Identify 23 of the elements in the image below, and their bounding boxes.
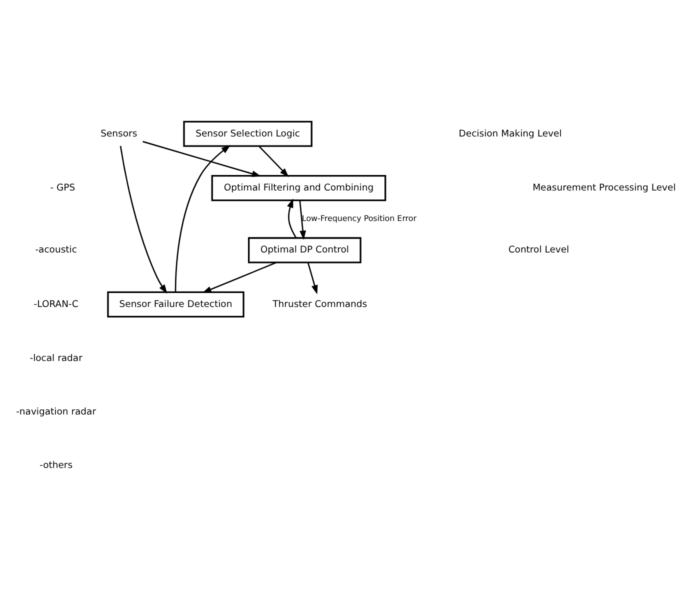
arrow	[174, 144, 231, 292]
arrow	[202, 261, 277, 292]
node-box: Optimal Filtering and Combining	[211, 174, 386, 201]
label: - GPS	[50, 182, 76, 194]
label: -others	[40, 459, 73, 470]
node-box: Optimal DP Control	[248, 236, 362, 263]
arrow	[307, 262, 318, 294]
label: -acoustic	[35, 244, 77, 256]
label: -local radar	[30, 352, 82, 364]
arrow	[142, 140, 262, 176]
arrow	[120, 145, 168, 294]
node-box: Sensor Failure Detection	[107, 290, 244, 318]
node-text: Thruster Commands	[272, 298, 368, 310]
arrow	[287, 198, 297, 238]
label: Control Level	[508, 244, 570, 256]
arrow	[258, 145, 289, 177]
label: Measurement Processing Level	[532, 182, 676, 194]
label: -navigation radar	[16, 406, 96, 417]
node-box: Sensor Selection Logic	[183, 120, 312, 146]
label: -LORAN-C	[34, 298, 78, 310]
node-text: Sensors	[100, 128, 138, 139]
arrow	[299, 200, 306, 240]
label: Decision Making Level	[458, 128, 562, 139]
